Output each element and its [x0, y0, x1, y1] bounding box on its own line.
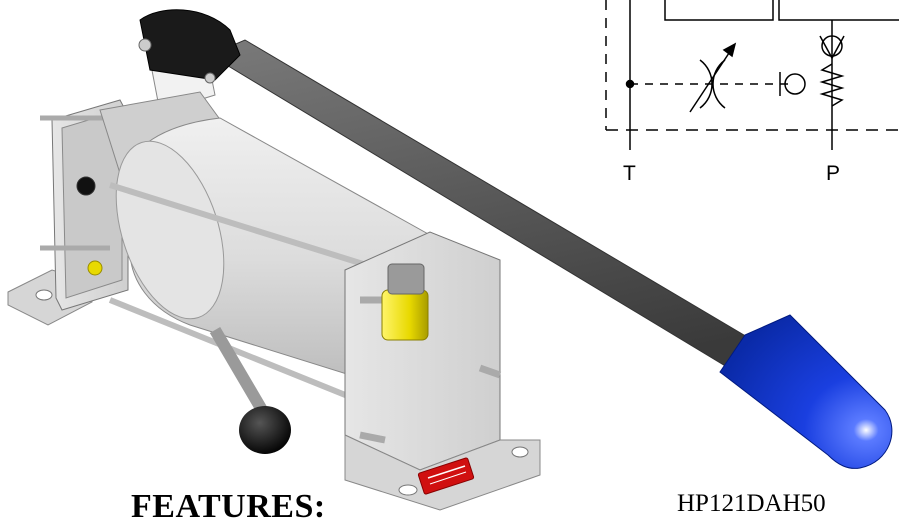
features-heading: FEATURES:	[131, 488, 326, 525]
port-p-label: P	[826, 162, 841, 185]
model-number: HP121DAH50	[677, 490, 826, 517]
port-t-label: T	[623, 162, 636, 185]
